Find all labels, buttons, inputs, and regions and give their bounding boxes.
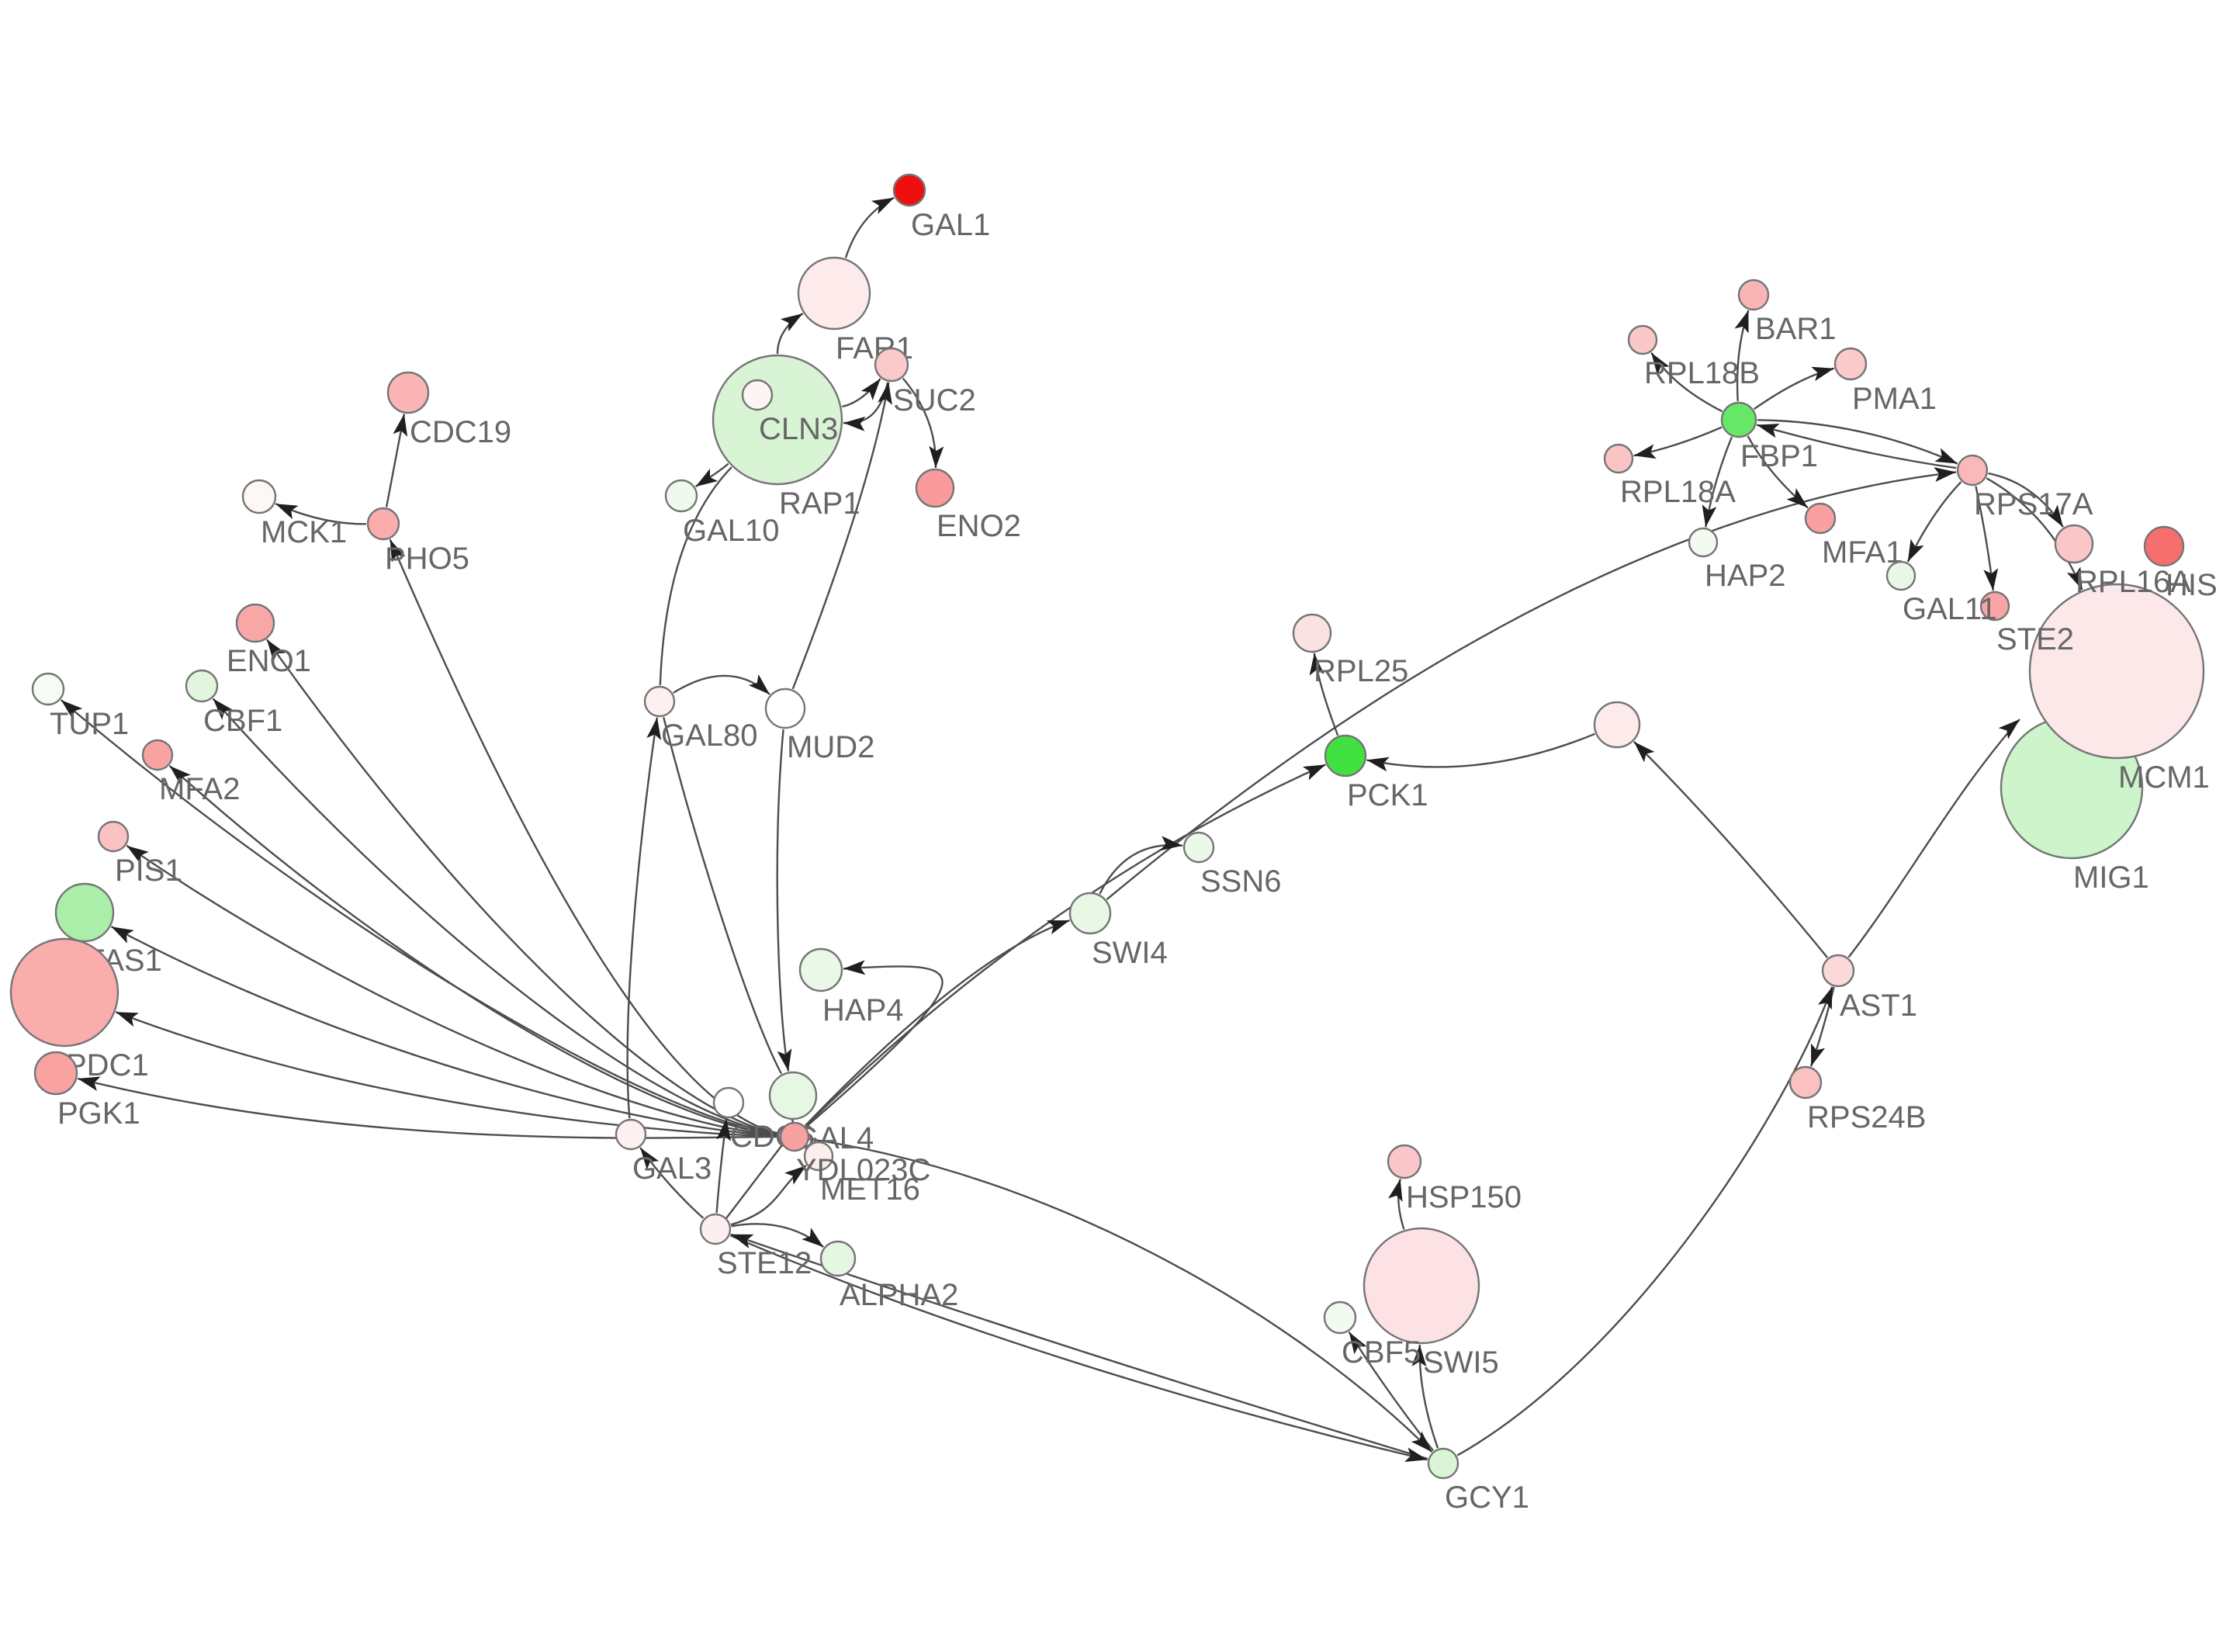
svg-text:GAL10: GAL10 — [683, 514, 780, 548]
svg-text:PMA1: PMA1 — [1852, 382, 1937, 416]
svg-text:PGK1: PGK1 — [57, 1096, 140, 1131]
svg-text:HAP2: HAP2 — [1705, 559, 1786, 593]
svg-text:RAP1: RAP1 — [779, 487, 860, 521]
svg-text:GAL80: GAL80 — [661, 719, 758, 753]
svg-text:MFA2: MFA2 — [159, 772, 240, 806]
svg-text:RPL25: RPL25 — [1314, 654, 1408, 688]
svg-text:GAL1: GAL1 — [911, 208, 990, 242]
svg-text:STE2: STE2 — [1996, 622, 2074, 656]
svg-text:MUD2: MUD2 — [787, 730, 874, 764]
svg-text:PHO5: PHO5 — [385, 542, 469, 576]
svg-text:PIS1: PIS1 — [115, 854, 182, 888]
svg-text:PDC1: PDC1 — [66, 1048, 149, 1082]
svg-text:PCK1: PCK1 — [1347, 778, 1428, 812]
svg-text:SWI4: SWI4 — [1092, 936, 1168, 970]
svg-text:SUC2: SUC2 — [893, 383, 976, 417]
svg-text:ENO2: ENO2 — [937, 509, 1021, 543]
svg-text:CBF5: CBF5 — [1342, 1335, 1421, 1370]
svg-text:CDC19: CDC19 — [410, 415, 511, 449]
svg-text:SSN6: SSN6 — [1200, 864, 1282, 899]
svg-text:GAL3: GAL3 — [632, 1152, 712, 1186]
svg-text:MIG1: MIG1 — [2073, 861, 2149, 895]
svg-text:RPS24B: RPS24B — [1807, 1100, 1926, 1134]
svg-text:GAL11: GAL11 — [1903, 592, 1997, 626]
svg-text:RPS17A: RPS17A — [1974, 487, 2093, 521]
svg-text:SWI5: SWI5 — [1423, 1345, 1499, 1380]
svg-text:STE12: STE12 — [717, 1246, 812, 1280]
svg-text:MET16: MET16 — [820, 1172, 920, 1207]
svg-text:RPL16A: RPL16A — [2076, 565, 2191, 599]
svg-text:MCM1: MCM1 — [2118, 760, 2210, 795]
svg-text:AST1: AST1 — [1840, 989, 1917, 1023]
svg-text:FBP1: FBP1 — [1740, 439, 1818, 473]
svg-text:HSP150: HSP150 — [1406, 1180, 1522, 1214]
svg-text:GCY1: GCY1 — [1445, 1481, 1529, 1515]
svg-text:BAR1: BAR1 — [1755, 312, 1837, 346]
svg-text:YDL023C: YDL023C — [796, 1153, 930, 1187]
svg-text:TUP1: TUP1 — [50, 707, 129, 741]
svg-text:HIS4: HIS4 — [2166, 568, 2216, 602]
svg-text:ENO1: ENO1 — [227, 644, 311, 678]
svg-text:MFA1: MFA1 — [1822, 535, 1903, 570]
svg-text:CLN3: CLN3 — [759, 412, 838, 446]
svg-text:CBF1: CBF1 — [203, 704, 282, 738]
svg-text:ALPHA2: ALPHA2 — [840, 1278, 958, 1312]
svg-text:MCK1: MCK1 — [261, 515, 347, 549]
svg-text:HAP4: HAP4 — [822, 993, 904, 1027]
svg-text:RPL18B: RPL18B — [1644, 356, 1760, 390]
svg-text:RPL18A: RPL18A — [1620, 475, 1736, 509]
